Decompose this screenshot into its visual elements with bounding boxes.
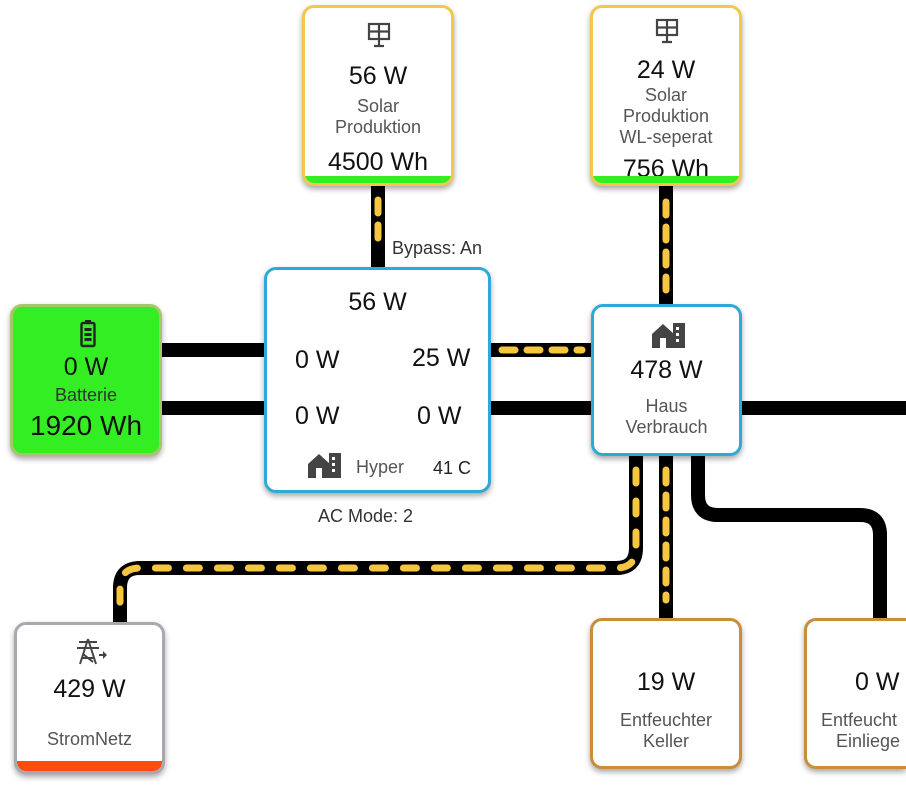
- solar-production-card[interactable]: 56 W Solar Produktion 4500 Wh: [302, 5, 454, 186]
- bypass-status: Bypass: An: [392, 238, 483, 258]
- grid-status-bar: [17, 761, 162, 771]
- house-label-line2: Verbrauch: [625, 417, 708, 437]
- hyper-right-top: 25 W: [412, 344, 471, 372]
- solar-panel-icon: [367, 22, 391, 48]
- hyper-left-top: 0 W: [295, 346, 340, 374]
- hyper-name: Hyper: [356, 457, 405, 477]
- grid-label: StromNetz: [46, 729, 133, 749]
- home-building-icon: [652, 323, 685, 348]
- battery-power: 0 W: [63, 353, 109, 381]
- house-consumption-card[interactable]: 478 W Haus Verbrauch: [591, 304, 742, 456]
- battery-label: Batterie: [54, 385, 118, 405]
- battery-energy: 1920 Wh: [29, 410, 143, 441]
- battery-icon: [80, 320, 96, 348]
- solar-label-line2: Produktion: [334, 117, 422, 137]
- dehumidifier-einlieger-label-line2: Einliege: [836, 731, 901, 751]
- house-label-line1: Haus: [645, 396, 688, 416]
- dehumidifier-keller-power: 19 W: [636, 668, 696, 696]
- solar-wl-label-line3: WL-seperat: [619, 127, 713, 147]
- dehumidifier-keller-label-line2: Keller: [642, 731, 690, 751]
- solar-label-line1: Solar: [356, 96, 400, 116]
- dehumidifier-einlieger-power: 0 W: [855, 668, 900, 696]
- hyper-right-bottom: 0 W: [417, 402, 462, 430]
- battery-card[interactable]: 0 W Batterie 1920 Wh: [10, 304, 162, 456]
- dehumidifier-einlieger-card[interactable]: 0 W Entfeucht Einliege: [804, 618, 906, 769]
- hyper-temperature: 41 C: [433, 458, 472, 478]
- dehumidifier-einlieger-label-line1: Entfeucht: [821, 710, 898, 730]
- power-grid-card[interactable]: 429 W StromNetz: [14, 622, 165, 774]
- dehumidifier-keller-card[interactable]: 19 W Entfeuchter Keller: [590, 618, 742, 769]
- hyper-left-bottom: 0 W: [295, 402, 340, 430]
- hyper-power-top: 56 W: [348, 288, 407, 316]
- solar-wl-label-line2: Produktion: [622, 106, 710, 126]
- wire-house-dehumid2: [691, 455, 887, 620]
- solar-status-bar: [305, 176, 451, 183]
- power-tower-icon: [77, 638, 107, 665]
- solar-power: 56 W: [348, 62, 408, 90]
- ac-mode-status: AC Mode: 2: [318, 506, 414, 526]
- grid-power: 429 W: [53, 675, 126, 703]
- dehumidifier-keller-label-line1: Entfeuchter: [619, 710, 713, 730]
- solar-wl-label-line1: Solar: [644, 85, 688, 105]
- solar-panel-icon: [655, 18, 679, 44]
- solar-production-wl-card[interactable]: 24 W Solar Produktion WL-seperat 756 Wh: [590, 5, 742, 186]
- hyper-inverter-card[interactable]: 56 W 0 W 25 W 0 W 0 W Hyper 41 C: [264, 267, 491, 493]
- home-building-icon: [308, 453, 341, 478]
- solar-wl-status-bar: [593, 176, 739, 183]
- house-power: 478 W: [630, 356, 703, 384]
- solar-energy: 4500 Wh: [327, 148, 429, 176]
- flow-dash-house-grid: [116, 466, 640, 616]
- solar-wl-power: 24 W: [636, 56, 696, 84]
